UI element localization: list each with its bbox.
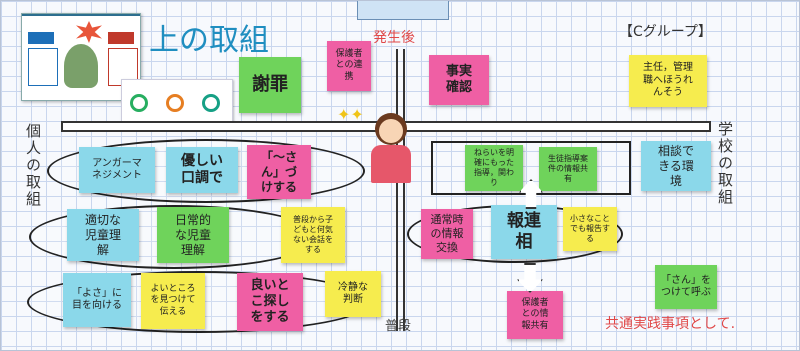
footer-note: 共通実践事項として. <box>605 316 736 332</box>
note-yosa: 「よさ」に 目を向ける <box>63 273 131 327</box>
chart-thumbnail <box>121 79 233 123</box>
thumbnail-left-badge <box>28 32 54 44</box>
sparkle-icon: ✦✦ <box>337 105 364 124</box>
note-guardian-contact: 保護者 との連 携 <box>327 41 371 91</box>
note-daily-understanding: 日常的 な児童 理解 <box>157 207 229 263</box>
note-student-info-share: 生徒指導案 件の情報共 有 <box>539 147 597 191</box>
axis-label-right: 学校の取組 <box>716 121 734 206</box>
teacher-character-icon <box>369 113 413 183</box>
note-proper-understanding: 適切な 児童理 解 <box>67 209 139 261</box>
note-calm-judgment: 冷静な 判断 <box>325 271 381 317</box>
vertical-axis <box>396 49 405 331</box>
note-casual-talk: 普段から子 どもと何気 ない会話を する <box>281 207 345 263</box>
note-small-report: 小さなこと でも報告す る <box>563 207 617 251</box>
page-title: 上の取組 <box>149 23 269 58</box>
axis-label-bottom: 普段 <box>385 319 412 334</box>
note-call-san: 「さん」を つけて呼ぶ <box>655 265 717 309</box>
note-good-points: よいところ を見つけて 伝える <box>141 273 205 329</box>
person-illustration-icon <box>64 44 98 88</box>
group-label: 【Cグループ】 <box>619 24 712 40</box>
note-apology: 謝罪 <box>239 57 301 113</box>
note-san-zuke: 「～さ ん」づ けする <box>247 145 311 199</box>
axis-label-left: 個人の取組 <box>24 123 42 208</box>
note-fact-check: 事実 確認 <box>429 55 489 105</box>
note-normal-info-exchange: 通常時 の情報 交換 <box>421 209 473 259</box>
axis-label-top: 発生後 <box>373 30 415 46</box>
note-hourensou: 報連 相 <box>491 205 557 259</box>
note-guardian-info-share: 保護者 との情 報共有 <box>507 291 563 339</box>
note-find-good: 良いと こ探し をする <box>237 273 303 331</box>
note-manager-report: 主任，管理 職へほうれ んそう <box>629 55 707 107</box>
down-arrow-icon <box>517 263 543 293</box>
note-kind-tone: 優しい 口調で <box>166 147 238 193</box>
note-consult-environment: 相談で きる環 境 <box>641 141 711 191</box>
thumbnail-right-badge <box>108 32 134 44</box>
note-anger-management: アンガーマ ネジメント <box>79 147 155 193</box>
up-arrow-icon <box>357 1 449 20</box>
thumbnail-heading <box>22 14 140 16</box>
note-aim-clear: ねらいを明 確にもった 指導，関わ り <box>465 145 523 191</box>
